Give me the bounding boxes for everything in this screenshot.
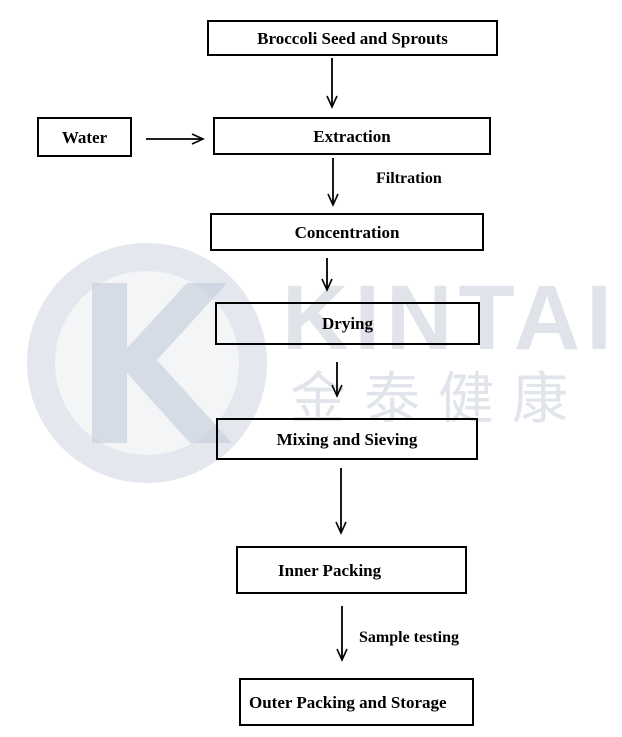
step-extraction: Extraction [213,117,491,155]
step-inner-packing: Inner Packing [236,546,467,594]
step-concentration: Concentration [210,213,484,251]
input-water: Water [37,117,132,157]
label-filtration: Filtration [376,170,442,187]
step-broccoli-seed: Broccoli Seed and Sprouts [207,20,498,56]
step-mixing-sieving: Mixing and Sieving [216,418,478,460]
step-outer-packing-storage: Outer Packing and Storage [239,678,474,726]
label-sample-testing: Sample testing [359,629,459,646]
step-drying: Drying [215,302,480,345]
